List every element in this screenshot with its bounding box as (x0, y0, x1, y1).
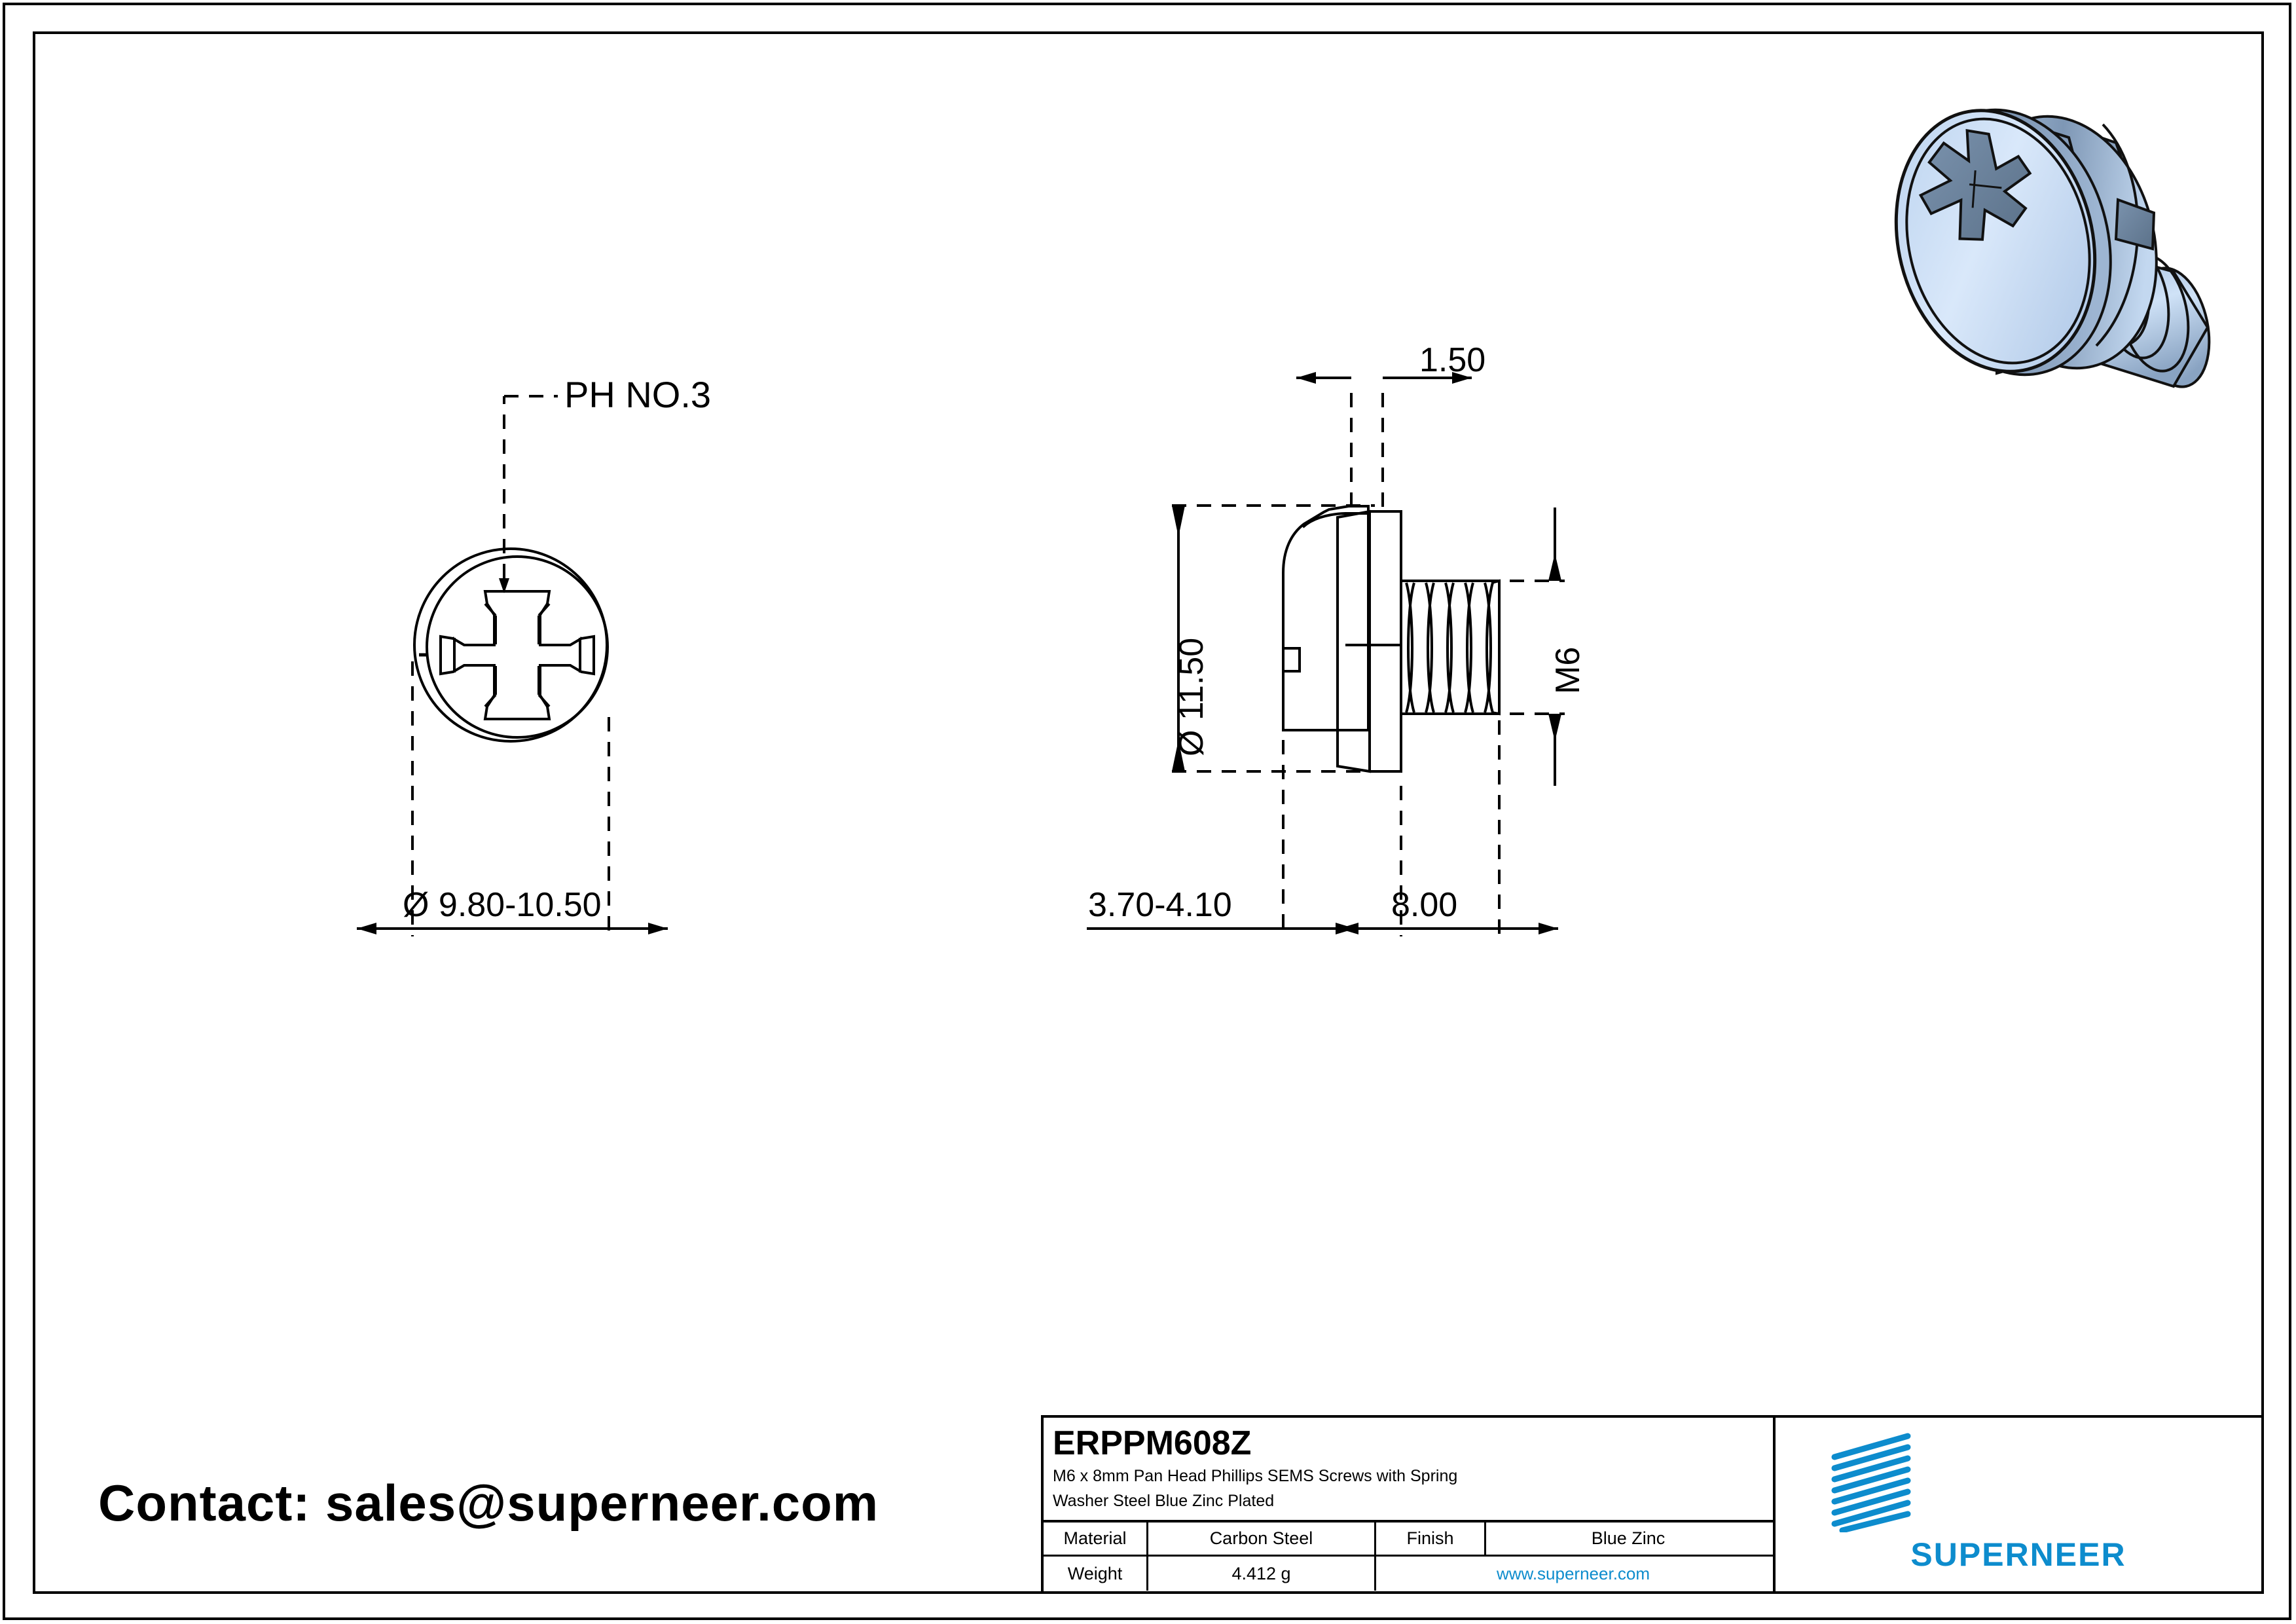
material-label: Material (1044, 1522, 1148, 1555)
finish-value: Blue Zinc (1591, 1528, 1666, 1548)
front-diameter-label: Ø 9.80-10.50 (403, 886, 602, 924)
thread-length-label: 8.00 (1391, 886, 1458, 924)
title-block-left: ERPPM608Z M6 x 8mm Pan Head Phillips SEM… (1044, 1418, 1776, 1591)
part-number: ERPPM608Z (1053, 1424, 1252, 1462)
table-row: Material Carbon Steel Finish Blue Zinc (1044, 1522, 1773, 1557)
thread-size-label: M6 (1549, 646, 1587, 694)
title-block-spec-table: Material Carbon Steel Finish Blue Zinc W… (1044, 1522, 1773, 1591)
ph-callout-label: PH NO.3 (564, 374, 712, 415)
superneer-logo-icon (1831, 1433, 1911, 1532)
finish-label: Finish (1376, 1522, 1486, 1555)
weight-value: 4.412 g (1148, 1557, 1376, 1591)
sheet-border-outer (3, 3, 2291, 1620)
brand-panel: SUPERNEER (1776, 1418, 2261, 1591)
brand-wordmark: SUPERNEER (1910, 1536, 2126, 1573)
material-value: Carbon Steel (1148, 1522, 1376, 1555)
weight-label: Weight (1044, 1557, 1148, 1591)
title-block-header: ERPPM608Z M6 x 8mm Pan Head Phillips SEM… (1044, 1418, 1773, 1522)
table-row: Weight 4.412 g www.superneer.com (1044, 1557, 1773, 1591)
part-description-line2: Washer Steel Blue Zinc Plated (1053, 1492, 1275, 1510)
part-description-line1: M6 x 8mm Pan Head Phillips SEMS Screws w… (1053, 1467, 1458, 1485)
head-diameter-label: Ø 11.50 (1173, 637, 1211, 756)
head-height-label: 3.70-4.10 (1088, 886, 1232, 924)
website-link[interactable]: www.superneer.com (1496, 1563, 1650, 1583)
title-block: ERPPM608Z M6 x 8mm Pan Head Phillips SEM… (1041, 1415, 2264, 1594)
contact-text: Contact: sales@superneer.com (98, 1474, 879, 1532)
isometric-screw-render (1894, 108, 2211, 388)
washer-thickness-label: 1.50 (1419, 341, 1486, 379)
